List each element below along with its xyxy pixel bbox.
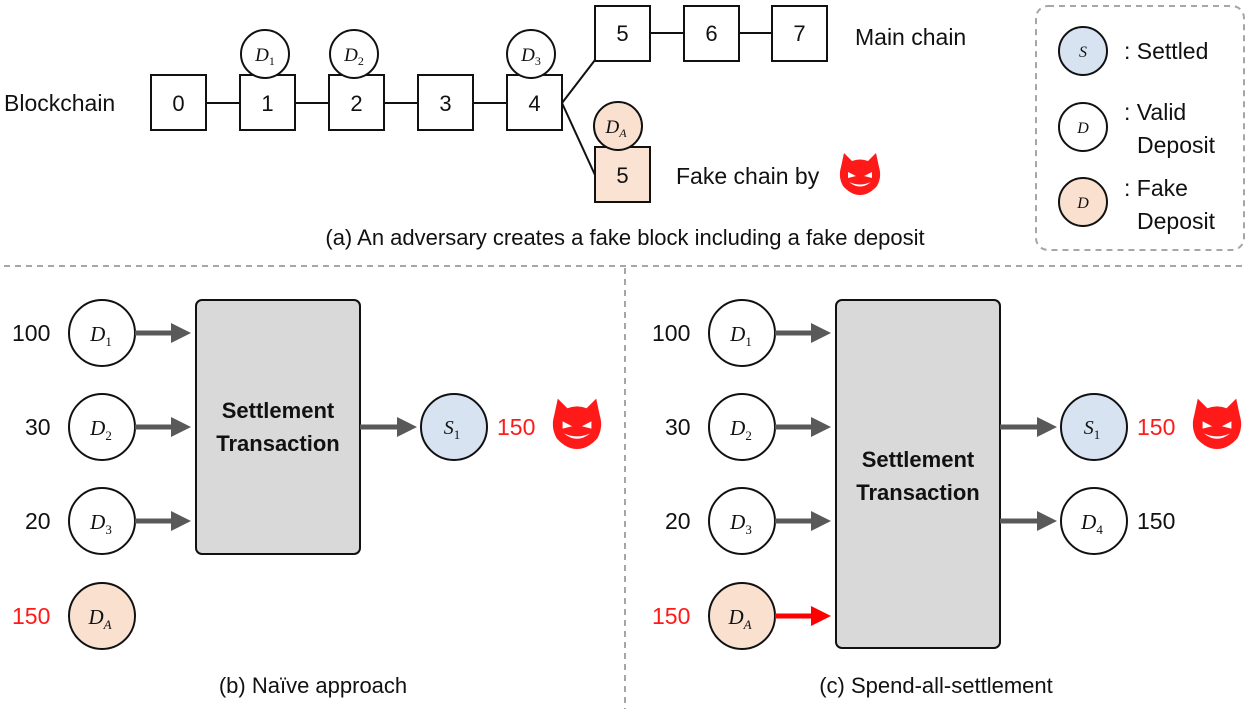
svg-text:150: 150	[1137, 414, 1175, 440]
svg-text:D1: D1	[89, 322, 112, 349]
svg-text:Deposit: Deposit	[1137, 132, 1216, 158]
block-4: 4	[506, 74, 563, 131]
fake-deposit-da: DA	[593, 101, 643, 151]
spendall-input-da: 150 DA	[652, 582, 831, 650]
caption-b: (b) Naïve approach	[219, 673, 407, 698]
block-0: 0	[150, 74, 207, 131]
svg-text:2: 2	[350, 91, 362, 116]
svg-text:0: 0	[172, 91, 184, 116]
svg-text:: Valid: : Valid	[1124, 99, 1186, 125]
fake-chain-label: Fake chain by	[676, 163, 820, 189]
block-1: 1	[239, 74, 296, 131]
svg-text:D3: D3	[520, 45, 541, 68]
naive-input-da: 150 DA	[12, 582, 136, 650]
main-block-6: 6	[683, 5, 740, 62]
svg-text:D2: D2	[729, 416, 752, 443]
naive-output-s1: S1 150	[420, 393, 535, 461]
devil-icon	[839, 153, 881, 195]
svg-text:4: 4	[528, 91, 540, 116]
svg-text:1: 1	[261, 91, 273, 116]
deposit-d2: D2	[329, 29, 379, 79]
main-chain-label: Main chain	[855, 24, 966, 50]
main-block-5: 5	[594, 5, 651, 62]
fork-link-main	[561, 59, 596, 104]
svg-text:D3: D3	[89, 510, 112, 537]
svg-text:30: 30	[25, 414, 51, 440]
legend-valid: D : Valid Deposit	[1058, 99, 1216, 158]
fork-link-fake	[561, 102, 596, 176]
svg-text:D2: D2	[343, 45, 364, 68]
svg-text:D1: D1	[729, 322, 752, 349]
naive-tx-line2: Transaction	[216, 431, 339, 456]
svg-text:D: D	[1076, 195, 1089, 212]
spendall-input-d1: 100 D1	[652, 299, 831, 367]
spendall-output-s1: S1 150	[1060, 393, 1175, 461]
spendall-tx-line2: Transaction	[856, 480, 979, 505]
main-block-7: 7	[771, 5, 828, 62]
svg-text:Deposit: Deposit	[1137, 208, 1216, 234]
deposit-d3: D3	[506, 29, 556, 79]
spendall-panel: Settlement Transaction 100 D1 30 D2 20 D…	[652, 299, 1242, 698]
spendall-tx-line1: Settlement	[862, 447, 975, 472]
devil-icon	[1192, 398, 1242, 449]
deposit-d1: D1	[240, 29, 290, 79]
svg-text:5: 5	[616, 163, 628, 188]
svg-text:D2: D2	[89, 416, 112, 443]
naive-panel: Settlement Transaction 100 D1 30 D2 20 D…	[12, 299, 602, 698]
svg-text:5: 5	[616, 21, 628, 46]
svg-text:DA: DA	[87, 605, 111, 632]
blockchain-label: Blockchain	[4, 90, 115, 116]
svg-text:150: 150	[12, 603, 50, 629]
spendall-input-d3: 20 D3	[665, 487, 831, 555]
svg-text:DA: DA	[727, 605, 751, 632]
svg-text:: Settled: : Settled	[1124, 38, 1208, 64]
svg-text:S1: S1	[444, 417, 461, 442]
block-3: 3	[417, 74, 474, 131]
svg-text:S: S	[1079, 44, 1087, 61]
svg-text:100: 100	[652, 320, 690, 346]
svg-text:150: 150	[1137, 508, 1175, 534]
svg-text:S1: S1	[1084, 417, 1101, 442]
svg-text:D4: D4	[1080, 510, 1103, 537]
legend-settled: S : Settled	[1058, 26, 1208, 76]
naive-input-d3: 20 D3	[25, 487, 191, 555]
svg-text:D1: D1	[254, 45, 275, 68]
spendall-tx-box	[835, 299, 1001, 649]
caption-c: (c) Spend-all-settlement	[819, 673, 1053, 698]
svg-text:3: 3	[439, 91, 451, 116]
spendall-output-d4: D4 150	[1060, 487, 1175, 555]
caption-a: (a) An adversary creates a fake block in…	[325, 225, 924, 250]
svg-text:7: 7	[793, 21, 805, 46]
naive-tx-box	[195, 299, 361, 555]
legend: S : Settled D : Valid Deposit D : Fake D…	[1035, 5, 1245, 251]
naive-tx-line1: Settlement	[222, 398, 335, 423]
naive-input-d2: 30 D2	[25, 393, 191, 461]
svg-text:: Fake: : Fake	[1124, 175, 1188, 201]
spendall-input-d2: 30 D2	[665, 393, 831, 461]
block-2: 2	[328, 74, 385, 131]
svg-text:20: 20	[665, 508, 691, 534]
svg-text:20: 20	[25, 508, 51, 534]
svg-text:150: 150	[652, 603, 690, 629]
fake-block-5: 5	[594, 146, 651, 203]
svg-text:150: 150	[497, 414, 535, 440]
naive-input-d1: 100 D1	[12, 299, 191, 367]
legend-frame	[1035, 5, 1245, 251]
svg-text:D: D	[1076, 120, 1089, 137]
blockchain-section: Blockchain 0 1 2 3 4	[4, 5, 966, 250]
svg-text:DA: DA	[604, 117, 627, 140]
svg-text:30: 30	[665, 414, 691, 440]
legend-fake: D : Fake Deposit	[1058, 175, 1216, 234]
svg-text:6: 6	[705, 21, 717, 46]
svg-text:100: 100	[12, 320, 50, 346]
svg-text:D3: D3	[729, 510, 752, 537]
devil-icon	[552, 398, 602, 449]
